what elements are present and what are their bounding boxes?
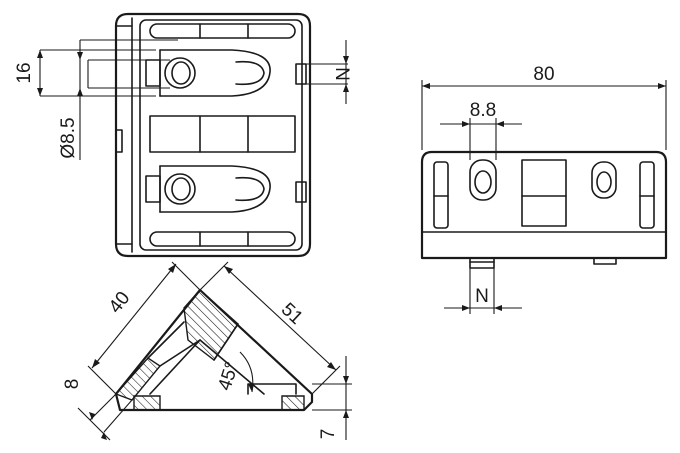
dim-80-label: 80 [533, 64, 554, 85]
dim-n-front: N [444, 268, 522, 314]
dim-45-label: 45° [214, 359, 243, 393]
top-slot-bar [149, 23, 296, 39]
front-view-outline [420, 150, 668, 260]
bottom-slot-bar [149, 231, 296, 247]
dim-51-label: 51 [277, 299, 307, 329]
dim-n-front-label: N [475, 286, 489, 307]
dim-n-top-label: N [331, 67, 352, 81]
dim-16-label: 16 [14, 62, 35, 83]
corner-hatch-bottom-left [133, 395, 161, 411]
dim-8: 8 [62, 379, 133, 441]
lower-keyhole [145, 165, 271, 213]
corner-view: 40 51 8 45° 7 [62, 261, 352, 441]
dim-40-label: 40 [105, 288, 135, 318]
dim-diameter: Ø8.5 [58, 39, 178, 160]
corner-hatch-bottom-right [281, 395, 305, 411]
dim-16: 16 [14, 49, 156, 97]
dim-8-label: 8 [62, 379, 83, 390]
dim-diameter-label: Ø8.5 [58, 117, 79, 158]
corner-hatch-left [114, 357, 162, 401]
dim-7-label: 7 [318, 429, 339, 440]
dim-80: 80 [421, 64, 667, 150]
dim-7: 7 [312, 356, 352, 440]
dim-8-8: 8.8 [440, 100, 522, 160]
dim-n-top: N [306, 40, 352, 104]
middle-blocks [149, 115, 296, 153]
top-view: 16 Ø8.5 N [14, 12, 352, 258]
dim-8-8-label: 8.8 [470, 100, 496, 121]
front-view: 80 8.8 N [420, 64, 668, 314]
upper-keyhole [145, 49, 271, 97]
top-view-outline [114, 12, 312, 258]
